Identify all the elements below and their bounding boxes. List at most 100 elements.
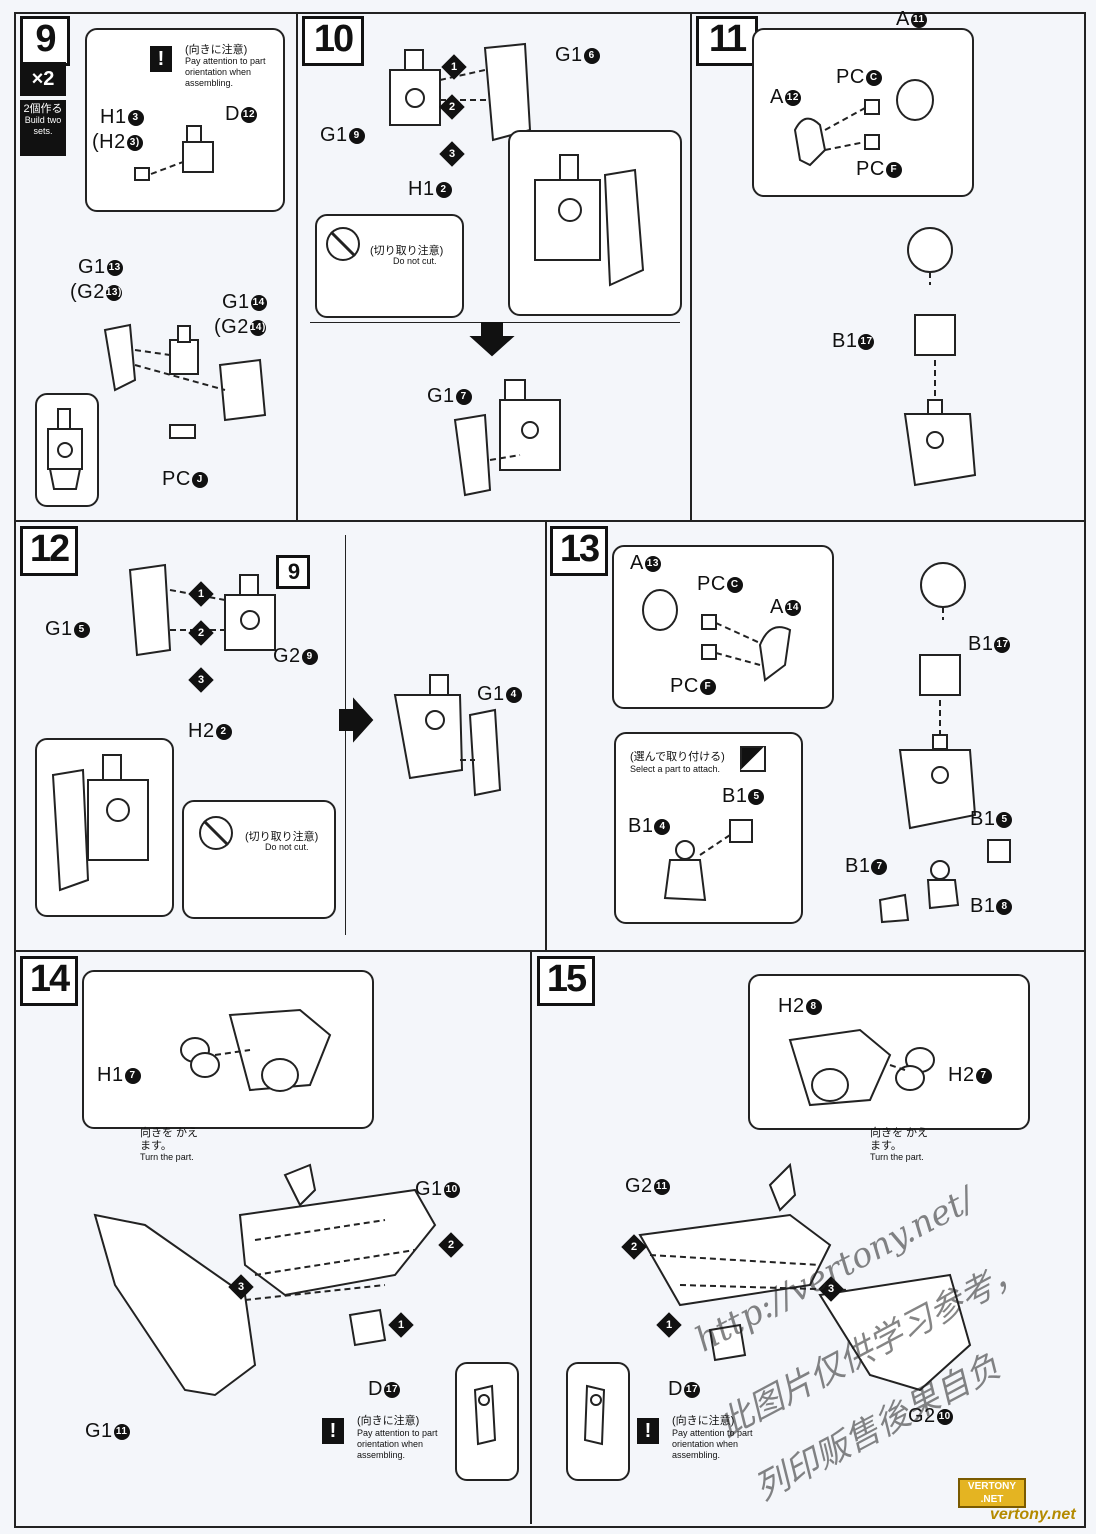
callout-box bbox=[752, 28, 974, 197]
part-drawing-assembled bbox=[393, 674, 502, 797]
step-number: 13 bbox=[550, 526, 608, 576]
select-en: Select a part to attach. bbox=[630, 764, 721, 774]
select-box bbox=[614, 732, 803, 924]
part-drawing-ball bbox=[920, 562, 966, 620]
caution-en: Pay attention to part orientation when a… bbox=[672, 1428, 753, 1460]
order-marker-1: 1 bbox=[656, 1312, 682, 1338]
order-marker-1: 1 bbox=[188, 581, 214, 607]
col-divider-14-15 bbox=[530, 950, 532, 1524]
step-number: 14 bbox=[20, 956, 78, 1006]
caution-jp: (向きに注意) bbox=[185, 44, 248, 56]
caution-en: Pay attention to part orientation when a… bbox=[357, 1428, 438, 1460]
page-frame bbox=[14, 12, 1086, 1528]
part-drawing-torso bbox=[389, 42, 532, 142]
part-drawing-joint bbox=[898, 654, 977, 830]
col-divider-10-11 bbox=[690, 12, 692, 520]
part-drawing-joint bbox=[903, 314, 977, 487]
part-drawing-thruster bbox=[788, 1028, 935, 1107]
build-jp: 2個作る bbox=[23, 103, 63, 115]
select-part-icon bbox=[740, 746, 766, 772]
order-marker-1: 1 bbox=[388, 1312, 414, 1338]
arrow-down-icon bbox=[469, 322, 515, 357]
nocut-jp: (切り取り注意) bbox=[245, 831, 319, 843]
no-cut-icon bbox=[199, 816, 233, 850]
part-label-g2-14: (G214) bbox=[214, 316, 266, 338]
nocut-jp: (切り取り注意) bbox=[370, 245, 444, 257]
part-drawing-shoulder bbox=[793, 79, 934, 167]
order-marker-2: 2 bbox=[439, 94, 465, 120]
turn-en: Turn the part. bbox=[140, 1152, 194, 1162]
col-divider-9-10 bbox=[296, 12, 298, 520]
select-jp: (選んで取り付ける) bbox=[630, 751, 725, 763]
callout-box bbox=[612, 545, 834, 709]
step-number: 10 bbox=[302, 16, 364, 66]
part-label-g2-13: (G213) bbox=[70, 281, 122, 303]
nocut-en: Do not cut. bbox=[265, 842, 309, 852]
part-drawing-fist bbox=[878, 839, 1011, 924]
brand-url: vertony.net bbox=[990, 1506, 1076, 1523]
part-drawing-assembled bbox=[453, 379, 561, 497]
part-drawing-torso bbox=[128, 563, 276, 657]
order-marker-1: 1 bbox=[441, 54, 467, 80]
nocut-en: Do not cut. bbox=[393, 256, 437, 266]
no-cut-icon bbox=[326, 227, 360, 261]
step-number: 12 bbox=[20, 526, 78, 576]
step-number: 11 bbox=[696, 16, 758, 66]
order-marker-2: 2 bbox=[438, 1232, 464, 1258]
build-two-sets-note: 2個作る Build two sets. bbox=[20, 100, 66, 156]
exclamation-icon: ! bbox=[637, 1418, 659, 1444]
brand-logo: VERTONY .NET bbox=[958, 1478, 1026, 1508]
detail-box bbox=[566, 1362, 630, 1481]
order-marker-2: 2 bbox=[188, 620, 214, 646]
exclamation-icon: ! bbox=[150, 46, 172, 72]
multiplier-badge: ×2 bbox=[20, 62, 66, 96]
col-divider-12-13 bbox=[545, 520, 547, 950]
turn-en: Turn the part. bbox=[870, 1152, 924, 1162]
ref-step-9: 9 bbox=[276, 555, 310, 589]
part-drawing-ball bbox=[907, 227, 953, 285]
detail-drawing bbox=[583, 1384, 606, 1446]
caution-jp: (向きに注意) bbox=[357, 1415, 420, 1427]
order-marker-3: 3 bbox=[228, 1274, 254, 1300]
part-drawing-arm bbox=[103, 323, 267, 439]
caution-en: Pay attention to part orientation when a… bbox=[185, 56, 266, 88]
detail-drawing bbox=[51, 754, 149, 892]
part-drawing-binder bbox=[638, 1162, 972, 1392]
part-drawing-shoulder bbox=[642, 589, 792, 682]
build-en: Build two sets. bbox=[24, 115, 62, 136]
